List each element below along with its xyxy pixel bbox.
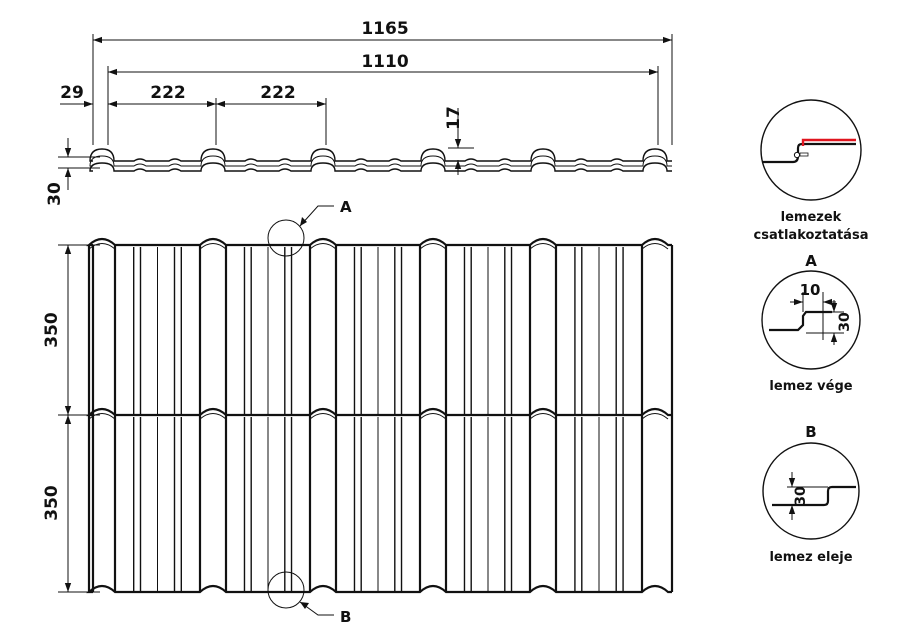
joint-caption-line2: csatlakoztatása (754, 228, 869, 243)
end-dim-width: 10 (800, 281, 821, 299)
tile-crown-inner (641, 243, 669, 250)
joint-caption-line1: lemezek (781, 210, 842, 225)
tile-crown-inner (419, 413, 447, 420)
dim-profile-height: 30 (45, 182, 65, 206)
sheet-plan-view (86, 237, 674, 594)
profile-mid-line (89, 155, 672, 167)
start-dim-height: 30 (793, 486, 809, 506)
start-caption: lemez eleje (769, 550, 852, 565)
profile-cross-section (89, 148, 672, 172)
sheet-bottom-edge (86, 584, 672, 594)
end-dim-height: 30 (837, 312, 853, 332)
tile-crown-inner (88, 243, 116, 250)
tile-crown-inner (309, 413, 337, 420)
tile-row-top-edge (86, 237, 672, 247)
callout-a-label: A (340, 198, 352, 216)
detail-sheet-start (762, 442, 860, 540)
dim-step-height: 17 (444, 106, 464, 130)
dim-pitch-2: 222 (260, 83, 296, 103)
start-detail-letter: B (805, 423, 816, 441)
profile-bottom-line (89, 162, 672, 172)
dim-cover-width: 1110 (361, 52, 408, 72)
tile-crown-inner (309, 243, 337, 250)
tile-crown-inner (529, 413, 557, 420)
callout-b-label: B (340, 608, 351, 626)
tile-crown-inner (529, 243, 557, 250)
dimension-lines-side (58, 244, 100, 593)
end-detail-letter: A (805, 252, 817, 270)
tile-crown-inner (199, 243, 227, 250)
tile-row-top-edge (86, 407, 672, 417)
dimension-lines-top (58, 34, 673, 190)
end-caption: lemez vége (769, 379, 852, 394)
dim-edge-offset: 29 (60, 83, 84, 103)
tile-crown-inner (88, 413, 116, 420)
dim-total-width: 1165 (361, 19, 408, 39)
profile-top-line (89, 148, 672, 162)
detail-sheet-end (761, 270, 861, 370)
dim-pitch-1: 222 (150, 83, 186, 103)
joint-screw-icon (793, 151, 801, 159)
tile-crown-inner (419, 243, 447, 250)
detail-joint (760, 99, 862, 201)
dim-module-2: 350 (42, 485, 62, 521)
callout-b (267, 571, 334, 616)
joint-sealant (801, 138, 856, 146)
start-sheet-profile (772, 485, 856, 507)
joint-lower-sheet (762, 142, 856, 164)
dim-module-1: 350 (42, 312, 62, 348)
tile-crown-inner (641, 413, 669, 420)
tile-crown-inner (199, 413, 227, 420)
callout-a (267, 205, 334, 257)
